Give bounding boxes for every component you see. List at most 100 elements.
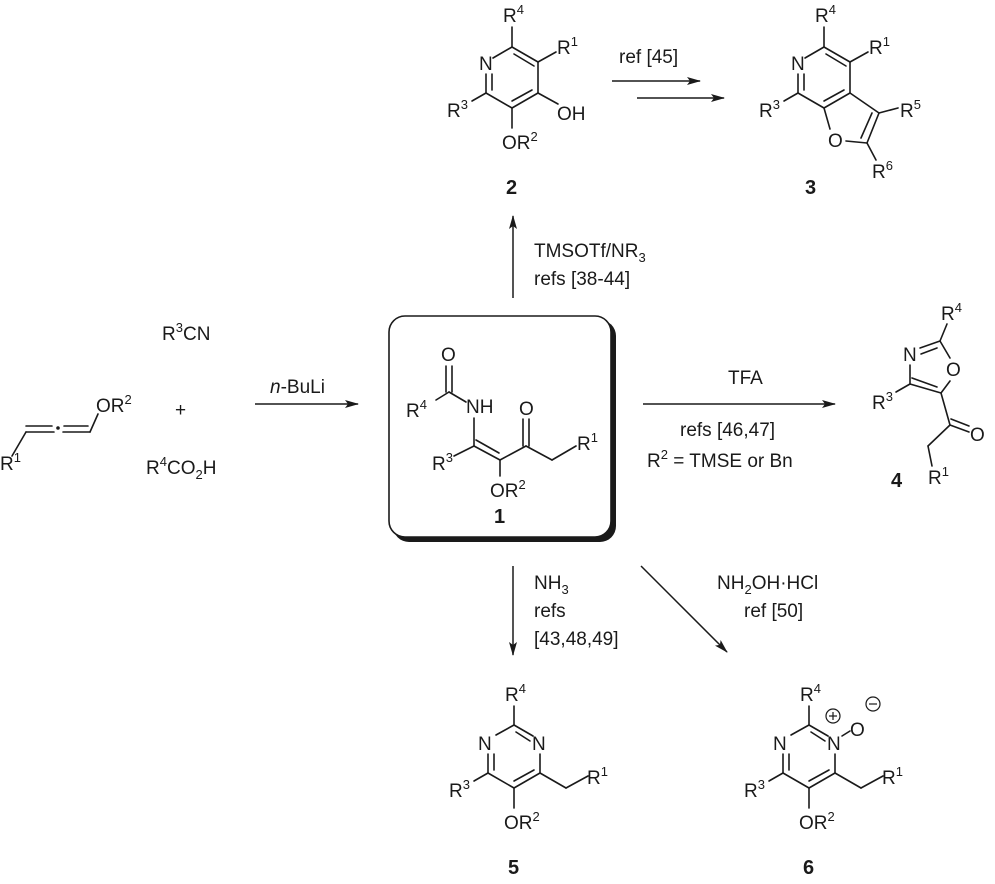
r1-label: R1 [557,34,578,59]
r4-label: R4 [406,397,427,422]
r3-label: R3 [744,777,765,802]
refs-43-48-49: [43,48,49] [534,629,619,650]
tfa-label: TFA [728,368,763,389]
box-frame [388,315,612,538]
negative-charge-icon [865,696,881,712]
bond [939,323,948,342]
bond [783,92,799,102]
nbuli-label: n-BuLi [270,377,325,398]
r3-label: R3 [759,97,780,122]
bond [911,377,938,388]
bond [909,383,942,394]
compound-3-label: 3 [805,177,816,199]
bond [927,424,951,447]
compound-4: R4 N O R3 O R1 4 [872,300,985,492]
allene-starting-material: OR2 R1 [0,392,132,475]
r1-label: R1 [577,430,598,455]
bond [825,53,847,67]
positive-charge-icon [825,708,841,724]
atom-n: N [903,345,917,366]
bond [849,92,880,114]
r2-condition: R2 = TMSE or Bn [647,447,793,472]
r4-label: R4 [505,681,526,706]
r1-label: R1 [0,450,21,475]
atom-n3: N [532,734,546,755]
r3-label: R3 [872,389,893,414]
compound-5: R4 N N R3 OR2 R1 5 [449,681,608,879]
bond [782,772,810,789]
compound-1-box: O R4 NH R3 OR2 O R1 1 [388,315,616,542]
bond [525,445,553,461]
or2-label: OR2 [490,477,526,502]
r4-label: R4 [941,300,962,325]
refs-38-44: refs [38-44] [534,269,630,290]
bond [939,340,951,359]
compound-6: R4 N N O R3 OR2 R1 6 [744,681,903,879]
bond [834,772,862,789]
bond [453,445,475,457]
r3-label: R3 [447,97,468,122]
r1-label: R1 [882,764,903,789]
bond [950,418,970,427]
bond [473,772,489,782]
bond [920,347,938,355]
bond [551,445,577,461]
bond [823,89,845,102]
r1-label: R1 [928,464,949,489]
bond [919,340,941,349]
bond [473,445,501,461]
bond [797,92,825,109]
nitrile-reagent: R3CN [162,320,210,345]
arrow-1-to-5: NH3 refs [43,48,49] [509,566,619,656]
tmsotf-label: TMSOTf/NR3 [534,241,646,265]
ring-o: O [946,360,961,381]
allene-center-dot [56,426,60,430]
r4-label: R4 [503,2,524,27]
r1-label: R1 [869,34,890,59]
bond [841,730,851,737]
bond [487,772,515,789]
bond [537,92,559,105]
bond [949,424,970,433]
bond [849,51,869,63]
atom-n1: N [478,734,492,755]
bond [11,431,27,457]
compound-3: R4 N R1 R3 O R5 R6 3 [759,2,921,199]
nh-label: NH [466,397,493,418]
bond [927,445,933,467]
r5-label: R5 [900,97,921,122]
plus-sign: + [175,400,186,421]
bond [808,724,829,737]
bond [790,724,810,736]
bond [513,769,535,782]
arrow-1-to-4: TFA refs [46,47] R2 = TMSE or Bn [643,368,836,472]
furan-o: O [828,131,843,152]
bond [89,413,99,433]
nh3-label: NH3 [534,573,569,597]
bond [860,112,873,139]
atom-n-oxide: N [827,734,841,755]
atom-o: O [441,345,456,366]
bond [499,445,527,461]
bond [475,439,500,454]
bond [435,391,450,401]
bond [511,46,539,63]
bond [471,92,487,102]
ketone-o: O [519,399,534,420]
ref-45: ref [45] [619,47,678,68]
nh2oh-label: NH2OH·HCl [717,573,818,597]
r1-label: R1 [587,764,608,789]
bond [511,92,539,109]
compound-6-label: 6 [803,857,814,879]
oxide-o: O [850,720,865,741]
compound-1-label: 1 [494,506,505,528]
bond [515,731,531,742]
arrow [640,565,728,653]
bond [810,731,826,742]
bond [895,383,911,393]
refs-46-47: refs [46,47] [680,420,775,441]
oh-label: OH [557,104,586,125]
bond [495,724,515,736]
bond [513,724,534,737]
